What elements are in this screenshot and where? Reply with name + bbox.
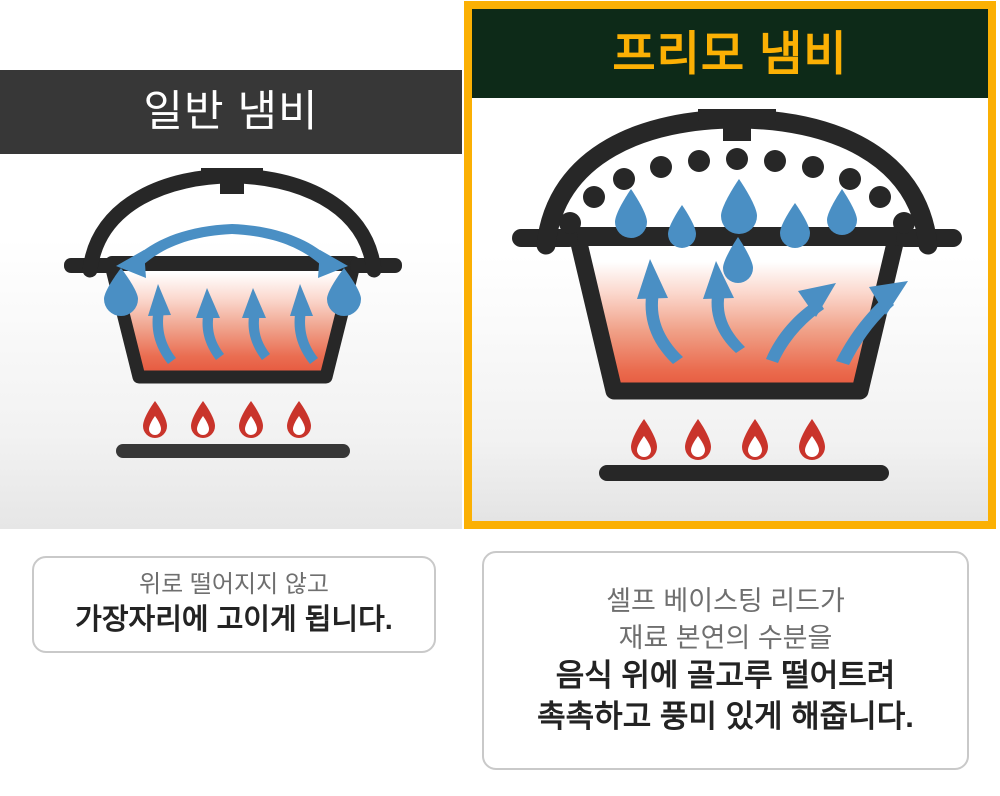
lid-knob-cap-right (698, 109, 776, 121)
primo-pot-illustration (498, 109, 976, 509)
caption-primo-pot: 셀프 베이스팅 리드가 재료 본연의 수분을 음식 위에 골고루 떨어트려 촉촉… (482, 551, 969, 770)
ordinary-pot-illustration (58, 168, 406, 468)
flames-right (631, 419, 825, 460)
caption-primo-line-1: 셀프 베이스팅 리드가 (606, 586, 845, 617)
heat-gradient-left (111, 264, 354, 382)
steam-arrows-right (637, 259, 908, 365)
steam-arrows-left (148, 284, 318, 364)
flames-left (143, 401, 311, 438)
burner-bar-right (599, 465, 889, 481)
caption-ordinary-line-2: 가장자리에 고이게 됩니다. (75, 604, 393, 637)
water-drops-right (615, 179, 857, 283)
panel-ordinary-pot: 일반 냄비 (0, 0, 462, 529)
comparison-panels: 일반 냄비 (0, 0, 996, 529)
lid-nubs-right (559, 148, 915, 234)
pot-body-outline-left (104, 258, 361, 384)
header-primo-pot-label: 프리모 냄비 (612, 27, 848, 80)
water-drops-left (104, 268, 361, 316)
header-primo-pot: 프리모 냄비 (472, 9, 988, 98)
caption-primo-line-3: 음식 위에 골고루 떨어트려 (555, 657, 896, 693)
pot-rim-left (105, 256, 360, 271)
pot-rim-right (570, 227, 904, 246)
caption-ordinary-pot: 위로 떨어지지 않고 가장자리에 고이게 됩니다. (32, 556, 436, 653)
caption-ordinary-line-1: 위로 떨어지지 않고 (139, 571, 329, 599)
header-ordinary-pot: 일반 냄비 (0, 70, 462, 154)
header-ordinary-pot-label: 일반 냄비 (143, 87, 319, 136)
caption-primo-line-2: 재료 본연의 수분을 (618, 622, 833, 653)
lid-knob-cap-left (201, 168, 263, 179)
panel-primo-pot: 프리모 냄비 (464, 1, 996, 529)
burner-bar-left (116, 444, 350, 458)
condensation-arrows-left (116, 224, 348, 278)
caption-primo-line-4: 촉촉하고 풍미 있게 해줍니다. (537, 698, 914, 734)
